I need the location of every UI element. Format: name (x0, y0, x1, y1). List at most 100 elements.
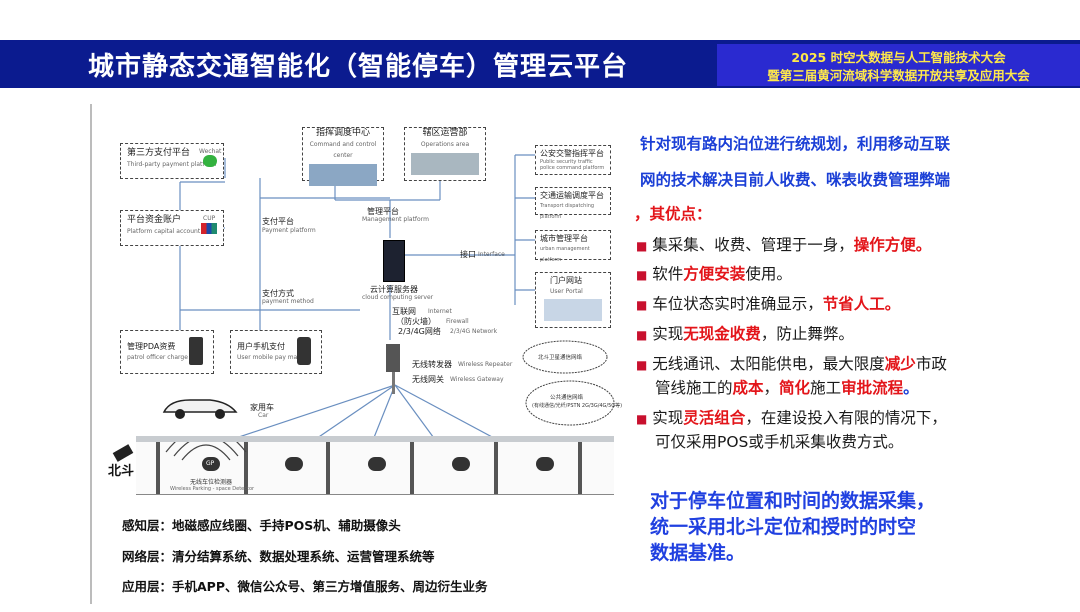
payment-method-label: 支付方式 (262, 289, 294, 298)
parking-spaces (156, 442, 582, 494)
bullet-6-a: 实现 (652, 409, 684, 427)
conference-line-1: 2025 时空大数据与人工智能技术大会 (791, 50, 1006, 65)
public-network-label: 公共通信网络 (550, 395, 584, 401)
repeater-sub: Wireless Repeater (458, 361, 513, 368)
beidou-network-label: 北斗卫星通信网络 (538, 355, 583, 361)
conference-banner (717, 44, 1080, 86)
public-security-box: 公安交警指挥平台 Public security traffic police … (535, 145, 611, 175)
bullet-marker: ■ (636, 268, 648, 282)
layer-perception: 感知层：地磁感应线圈、手持POS机、辅助摄像头 (122, 518, 401, 533)
bullet-marker: ■ (636, 328, 648, 342)
intro-line-3: ，其优点： (634, 205, 712, 223)
car-sub: Car (258, 412, 269, 419)
pda-box: 管理PDA资费 patrol officer charge (120, 330, 214, 374)
management-platform-sub: Management platform (362, 216, 429, 223)
bullet-marker: ■ (636, 239, 648, 253)
operations-sub: Operations area (420, 141, 470, 148)
interface-sub: Interface (478, 251, 505, 258)
bullet-5-c: 市政 (915, 355, 947, 373)
bullet-marker: ■ (636, 412, 648, 426)
bullet-5-b: 减少 (884, 355, 916, 373)
pda-sub: patrol officer charge (127, 354, 188, 361)
mobile-pay-box: 用户手机支付 User mobile pay mail (230, 330, 322, 374)
capital-account-sub: Platform capital account (127, 228, 201, 235)
gateway-label: 无线网关 (412, 375, 444, 384)
bullet-2-text: 软件 (652, 265, 684, 283)
bullet-2: ■ 软件方便安装使用。 (636, 262, 792, 284)
cloud-server-sub: cloud computing server (362, 294, 434, 301)
bullet-5: ■ 无线通讯、太阳能供电，最大限度减少市政 (636, 352, 947, 374)
intro-line-2: 网的技术解决目前人收费、咪表收费管理弊端 (640, 171, 951, 189)
bullet-marker: ■ (636, 298, 648, 312)
unionpay-icon (201, 223, 217, 234)
transport-box: 交通运输调度平台 Transport dispatching platform (535, 187, 611, 220)
public-security-label: 公安交警指挥平台 (540, 149, 604, 158)
left-rule (90, 104, 92, 604)
detector-label: 无线车位检测器 (190, 479, 233, 486)
capital-account-label: 平台资金账户 (127, 215, 182, 225)
bullet-6-c: ，在建设投入有限的情况下， (745, 409, 947, 427)
bullet-5-d: 管线施工的 (655, 379, 733, 397)
bullet-6-line2: 可仅采用POS或手机采集收费方式。 (655, 433, 904, 451)
mobile-pay-sub: User mobile pay mail (237, 354, 301, 361)
intro-line-1: 针对现有路内泊位进行统规划，利用移动互联 (640, 135, 951, 153)
server-icon (383, 240, 405, 282)
wechat-icon (203, 155, 217, 167)
third-party-pay-label: 第三方支付平台 (127, 148, 191, 158)
car-icon (162, 399, 238, 419)
urban-mgmt-box: 城市管理平台 urban management platform (535, 230, 611, 263)
phone-icon (297, 337, 311, 365)
bullet-5-j: 。 (903, 379, 919, 397)
wechat-tag: Wechat (199, 148, 222, 155)
command-center-photo (309, 164, 377, 186)
bullet-1-text: 集采集、收费、管理于一身， (652, 236, 854, 254)
detector-badge: GP (206, 460, 215, 467)
bullet-5-f: ， (763, 379, 780, 397)
internet-sub: Internet (428, 308, 452, 315)
detector-sub: Wireless Parking - space Detector (170, 486, 255, 492)
portal-sub: User Portal (550, 288, 583, 295)
bullet-5-i: 审批流程 (841, 379, 904, 397)
beidou-label: 北斗 (108, 464, 135, 479)
urban-mgmt-sub: urban management platform (540, 246, 590, 263)
capital-account-box: 平台资金账户 Platform capital account CUP (120, 210, 224, 246)
public-security-sub: Public security traffic police command p… (540, 159, 605, 171)
interface-label: 接口 (460, 250, 476, 259)
third-party-pay-sub: Third-party payment platform (127, 161, 217, 168)
operations-box: 辖区运营部 Operations area (404, 127, 486, 181)
bullet-4-post: ，防止舞弊。 (760, 325, 854, 343)
internet-label: 互联网 (392, 307, 416, 316)
portal-screenshot (544, 299, 602, 321)
network-label: 2/3/4G网络 (398, 327, 441, 336)
conference-line-2: 暨第三届黄河流域科学数据开放共享及应用大会 (767, 68, 1030, 83)
transport-label: 交通运输调度平台 (540, 191, 604, 200)
bullet-5-h: 施工 (810, 379, 842, 397)
bullet-4-highlight: 无现金收费 (683, 325, 761, 343)
public-network-sub: (有线通信/光纤/PSTN 2G/3G/4G/5G等) (532, 403, 623, 409)
payment-platform-sub: Payment platform (262, 227, 316, 234)
bullet-marker: ■ (636, 358, 648, 372)
antenna-pole (392, 372, 395, 394)
portal-label: 门户网站 (550, 276, 582, 285)
bullet-3: ■ 车位状态实时准确显示，节省人工。 (636, 292, 900, 314)
firewall-label: （防火墙） (396, 317, 436, 326)
bullet-3-text: 车位状态实时准确显示， (652, 295, 823, 313)
payment-method-sub: payment method (262, 298, 314, 305)
detector-icon (368, 457, 386, 471)
management-platform-label: 管理平台 (367, 207, 399, 216)
firewall-sub: Firewall (446, 318, 469, 325)
command-center-sub: Command and control center (309, 141, 377, 159)
parking-curb (136, 436, 614, 442)
summary-line-1: 对于停车位置和时间的数据采集， (650, 490, 936, 512)
pda-icon (189, 337, 203, 365)
detector-icon (452, 457, 470, 471)
operations-photo (411, 153, 479, 175)
bullet-1: ■ 集采集、收费、管理于一身，操作方便。 (636, 233, 931, 255)
detector-icon (536, 457, 554, 471)
bullet-4: ■ 实现无现金收费，防止舞弊。 (636, 322, 854, 344)
network-clouds (522, 340, 615, 426)
transport-sub: Transport dispatching platform (540, 203, 595, 220)
bullet-5-e: 成本 (732, 379, 764, 397)
summary-line-3: 数据基准。 (650, 542, 746, 564)
antenna-icon (386, 344, 400, 372)
